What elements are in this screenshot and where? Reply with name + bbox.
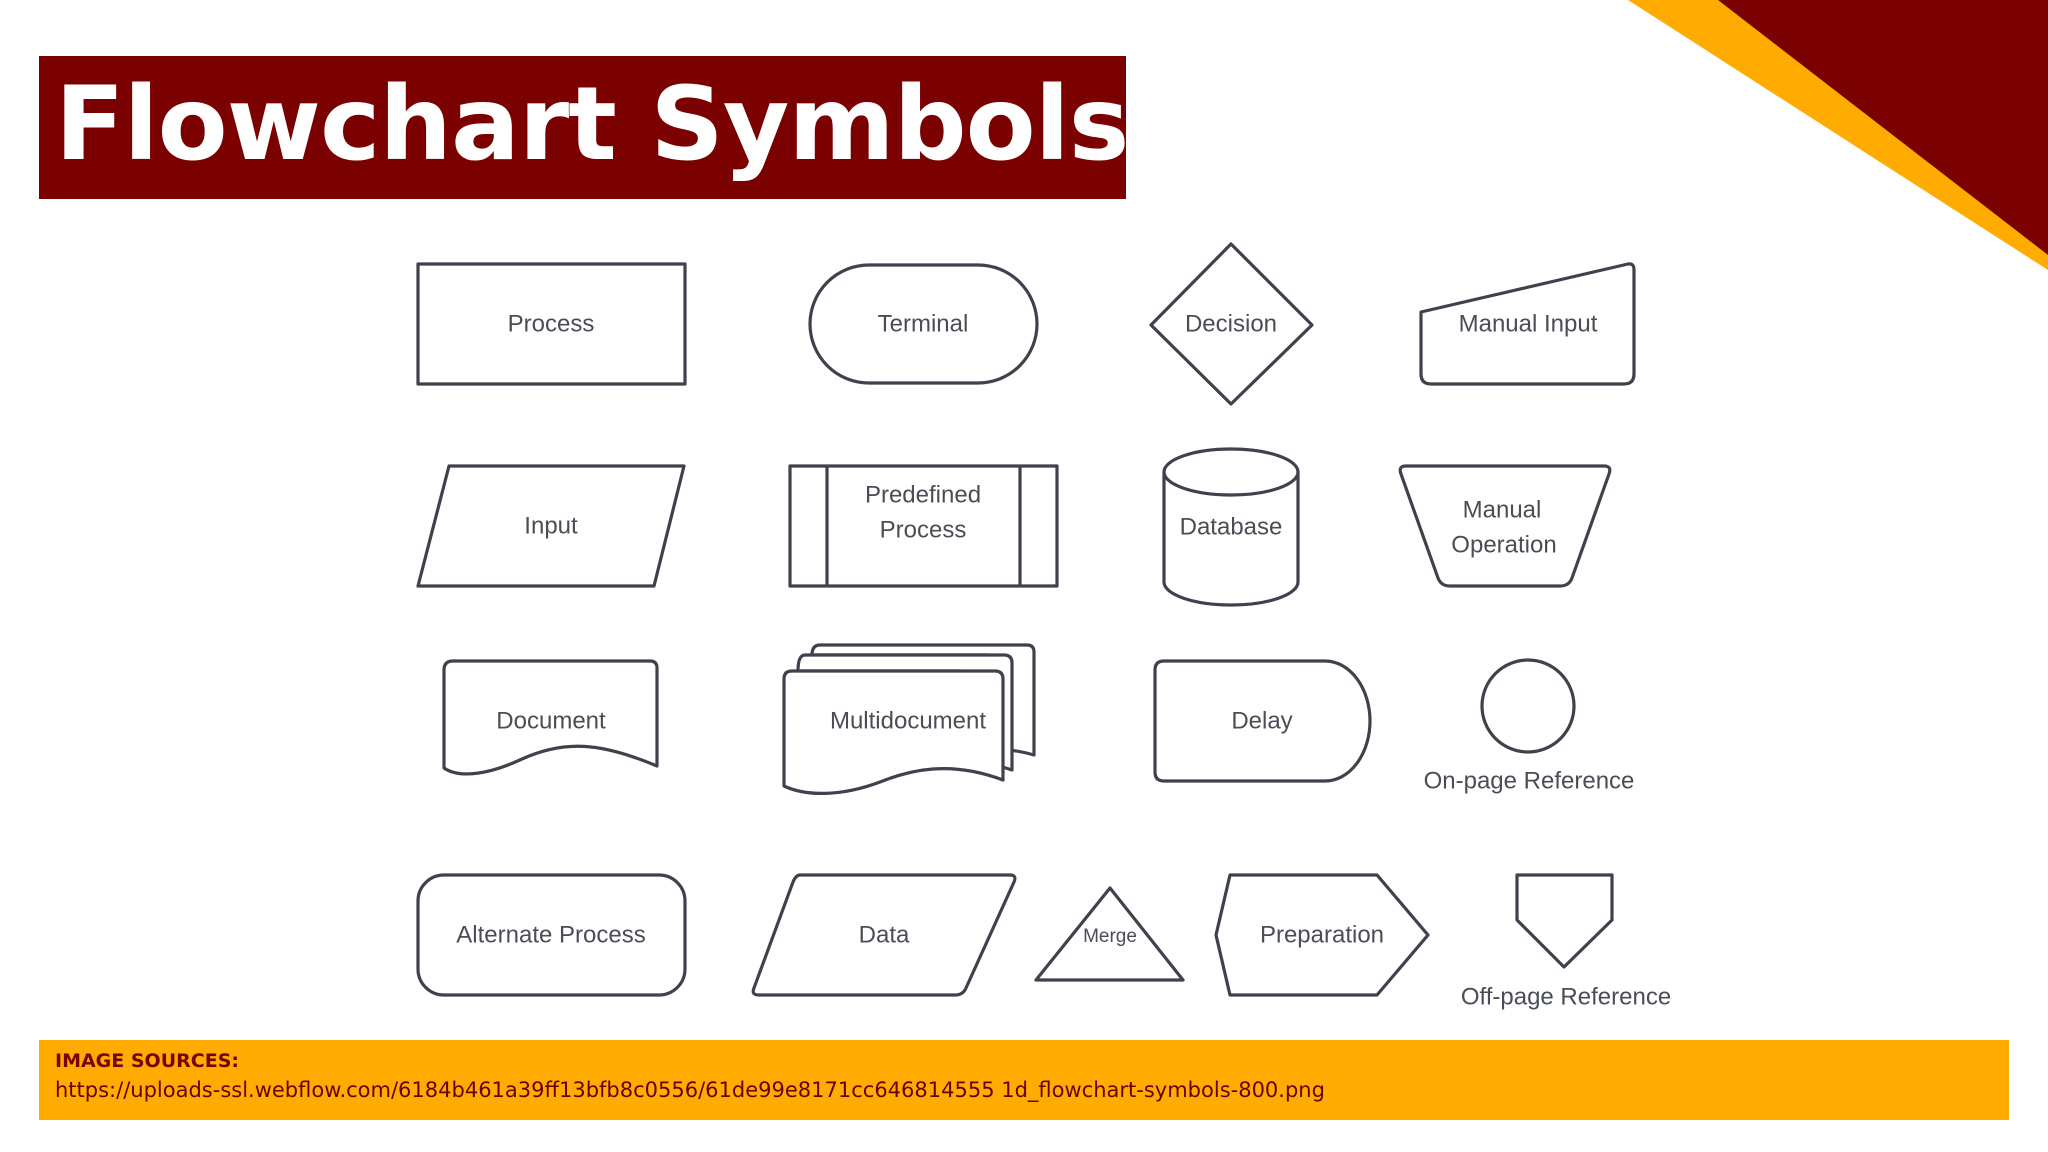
document-label: Document xyxy=(496,707,606,734)
terminal-symbol: Terminal xyxy=(808,263,1039,385)
input-symbol: Input xyxy=(416,464,686,588)
corner-decoration xyxy=(1628,0,2048,270)
flowchart-symbols-diagram: Process Terminal Decision Manual Input I… xyxy=(416,242,1671,1010)
decision-symbol: Decision xyxy=(1149,242,1314,406)
terminal-label: Terminal xyxy=(878,310,969,337)
alternate-process-label: Alternate Process xyxy=(456,921,645,948)
input-label: Input xyxy=(524,512,578,539)
image-sources-heading: IMAGE SOURCES: xyxy=(55,1050,239,1072)
delay-label: Delay xyxy=(1231,707,1292,734)
manual-operation-label-line1: Manual xyxy=(1463,496,1542,523)
off-page-reference-symbol: Off-page Reference xyxy=(1461,873,1671,1010)
image-sources-banner: IMAGE SOURCES: https://uploads-ssl.webfl… xyxy=(39,1040,2009,1120)
preparation-symbol: Preparation xyxy=(1214,873,1430,997)
page-title: Flowchart Symbols xyxy=(55,65,1129,184)
database-symbol: Database xyxy=(1162,447,1300,607)
alternate-process-symbol: Alternate Process xyxy=(416,873,687,997)
data-label: Data xyxy=(859,921,910,948)
process-label: Process xyxy=(508,310,595,337)
on-page-reference-label: On-page Reference xyxy=(1424,767,1635,794)
on-page-reference-symbol: On-page Reference xyxy=(1424,658,1635,794)
off-page-reference-label: Off-page Reference xyxy=(1461,983,1671,1010)
preparation-label: Preparation xyxy=(1260,921,1384,948)
decision-label: Decision xyxy=(1185,310,1277,337)
manual-input-symbol: Manual Input xyxy=(1419,262,1636,386)
delay-symbol: Delay xyxy=(1153,659,1372,783)
multidocument-label: Multidocument xyxy=(830,707,986,734)
predefined-process-label-line2: Process xyxy=(880,516,967,543)
manual-input-label: Manual Input xyxy=(1459,310,1598,337)
multidocument-symbol: Multidocument xyxy=(782,643,1036,796)
document-symbol: Document xyxy=(442,659,659,776)
title-banner: Flowchart Symbols xyxy=(39,56,1129,199)
process-symbol: Process xyxy=(416,262,687,386)
data-symbol: Data xyxy=(751,873,1017,997)
database-label: Database xyxy=(1180,513,1283,540)
merge-label: Merge xyxy=(1083,926,1137,947)
manual-operation-symbol: Manual Operation xyxy=(1398,464,1612,588)
image-source-link[interactable]: https://uploads-ssl.webflow.com/6184b461… xyxy=(55,1078,1325,1102)
merge-symbol: Merge xyxy=(1034,886,1185,982)
manual-operation-label-line2: Operation xyxy=(1451,531,1556,558)
predefined-process-label-line1: Predefined xyxy=(865,481,981,508)
predefined-process-symbol: Predefined Process xyxy=(788,464,1059,588)
